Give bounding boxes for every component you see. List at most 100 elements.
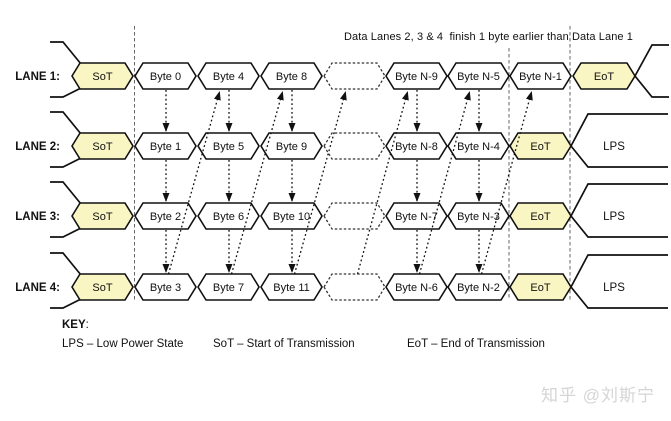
lane-3-lps-label: LPS	[603, 211, 625, 223]
cell-lane1-byte-n-1	[509, 62, 572, 90]
lps-rail-left-bottom	[50, 157, 82, 168]
key-heading: KEY	[62, 319, 86, 331]
cell-lane4-byte-7	[197, 273, 260, 301]
lps-rail-right-top	[570, 254, 668, 288]
cell-lane1-byte-n-1-label: Byte N-1	[519, 71, 562, 83]
cell-lane4-sot-label: SoT	[92, 282, 112, 294]
cell-lane4-byte-n-6	[385, 273, 448, 301]
byte-flow-arrows	[162, 90, 533, 275]
cell-lane4-byte-3-label: Byte 3	[150, 282, 181, 294]
cell-lane4-byte-3	[134, 273, 197, 301]
byte-flow-arrow-diagonal	[480, 91, 533, 275]
cell-lane3-sot-label: SoT	[92, 211, 112, 223]
cell-lane2-byte-5	[197, 132, 260, 160]
cell-lane4-eot-label: EoT	[530, 282, 550, 294]
lps-rail-right-top	[634, 44, 669, 77]
cell-lane3-eot	[509, 202, 572, 230]
byte-flow-arrow-diagonal	[167, 91, 221, 275]
cell-lane2-gap	[323, 132, 386, 160]
cell-lane1-byte-n-9-label: Byte N-9	[395, 71, 438, 83]
lps-rail-right-bottom	[570, 286, 668, 309]
cell-lane1-sot-label: SoT	[92, 71, 112, 83]
cell-lane3-gap	[323, 202, 386, 230]
lane-4-label: LANE 4:	[15, 282, 60, 294]
key-item-eot: EoT – End of Transmission	[407, 338, 545, 350]
key-items: LPS – Low Power State SoT – Start of Tra…	[0, 338, 671, 354]
cell-lane4-sot	[71, 273, 134, 301]
cell-lane4-byte-n-2	[447, 273, 510, 301]
cell-lane4-byte-n-6-label: Byte N-6	[395, 282, 438, 294]
cell-lane1-byte-4	[197, 62, 260, 90]
cell-lane2-byte-9	[260, 132, 323, 160]
lps-rail-right-bottom	[634, 75, 669, 98]
byte-flow-arrow-diagonal	[356, 91, 409, 275]
cell-lane3-byte-10-label: Byte 10	[273, 211, 310, 223]
cell-lane1-byte-8	[260, 62, 323, 90]
cell-lane2-sot	[71, 132, 134, 160]
lps-rail-left-top	[50, 41, 82, 65]
cell-lane3-byte-n-7	[385, 202, 448, 230]
cell-lane2-eot-label: EoT	[530, 141, 550, 153]
cell-lane4-byte-n-2-label: Byte N-2	[457, 282, 500, 294]
cell-lane3-byte-6	[197, 202, 260, 230]
cell-lane2-byte-1-label: Byte 1	[150, 141, 181, 153]
cell-lane1-eot-label: EoT	[594, 71, 614, 83]
cell-lane2-byte-n-4	[447, 132, 510, 160]
cell-lane2-byte-9-label: Byte 9	[276, 141, 307, 153]
cell-lane3-byte-6-label: Byte 6	[213, 211, 244, 223]
byte-flow-arrow-diagonal	[230, 91, 284, 275]
key-item-lps: LPS – Low Power State	[62, 338, 184, 350]
lps-rail-left-bottom	[50, 227, 82, 238]
cell-lane2-byte-n-8	[385, 132, 448, 160]
lps-rail-left-top	[50, 252, 82, 276]
cell-lane4-byte-11-label: Byte 11	[273, 282, 310, 294]
cell-lane2-byte-n-4-label: Byte N-4	[457, 141, 500, 153]
key-heading-colon: :	[85, 319, 89, 331]
key-block: KEY:	[62, 319, 89, 331]
watermark: 知乎 @刘斯宁	[541, 386, 655, 405]
lps-rail-left-top	[50, 181, 82, 205]
key-item-sot: SoT – Start of Transmission	[213, 338, 355, 350]
lane-2-lps-label: LPS	[603, 141, 625, 153]
cell-lane4-byte-11	[260, 273, 323, 301]
cell-lane1-byte-4-label: Byte 4	[213, 71, 244, 83]
cell-lane1-byte-n-9	[385, 62, 448, 90]
lane-1-label: LANE 1:	[15, 71, 60, 83]
cell-lane1-gap	[323, 62, 386, 90]
lps-rail-left-bottom	[50, 298, 82, 309]
lps-rails	[50, 41, 669, 309]
cell-lane2-byte-1	[134, 132, 197, 160]
lane-3-label: LANE 3:	[15, 211, 60, 223]
cell-lane1-byte-n-5	[447, 62, 510, 90]
cell-lane1-eot	[572, 62, 636, 90]
lps-rail-right-top	[570, 183, 668, 217]
cell-lane3-byte-n-7-label: Byte N-7	[395, 211, 438, 223]
lps-rail-left-bottom	[50, 87, 82, 98]
lps-rail-right-top	[570, 113, 668, 147]
cell-lane1-byte-0	[134, 62, 197, 90]
cell-lane2-byte-n-8-label: Byte N-8	[395, 141, 438, 153]
cell-lane3-byte-n-3	[447, 202, 510, 230]
annotation-note: Data Lanes 2, 3 & 4 finish 1 byte earlie…	[344, 31, 634, 43]
cell-lane1-byte-8-label: Byte 8	[276, 71, 307, 83]
cell-lane4-gap	[323, 273, 386, 301]
cell-lane4-byte-7-label: Byte 7	[213, 282, 244, 294]
lps-rail-right-bottom	[570, 145, 668, 168]
lane-4-lps-label: LPS	[603, 282, 625, 294]
cell-lane2-byte-5-label: Byte 5	[213, 141, 244, 153]
cell-lane1-byte-0-label: Byte 0	[150, 71, 181, 83]
byte-flow-arrow-diagonal	[418, 91, 471, 275]
byte-flow-arrow-diagonal	[293, 91, 347, 275]
lps-rail-right-bottom	[570, 215, 668, 238]
cell-lane1-byte-n-5-label: Byte N-5	[457, 71, 500, 83]
cell-lane1-sot	[71, 62, 134, 90]
cell-lane3-byte-2	[134, 202, 197, 230]
cell-lane3-byte-n-3-label: Byte N-3	[457, 211, 500, 223]
cell-lane3-byte-10	[260, 202, 323, 230]
cell-lane3-sot	[71, 202, 134, 230]
cell-lane4-eot	[509, 273, 572, 301]
cell-lane3-eot-label: EoT	[530, 211, 550, 223]
